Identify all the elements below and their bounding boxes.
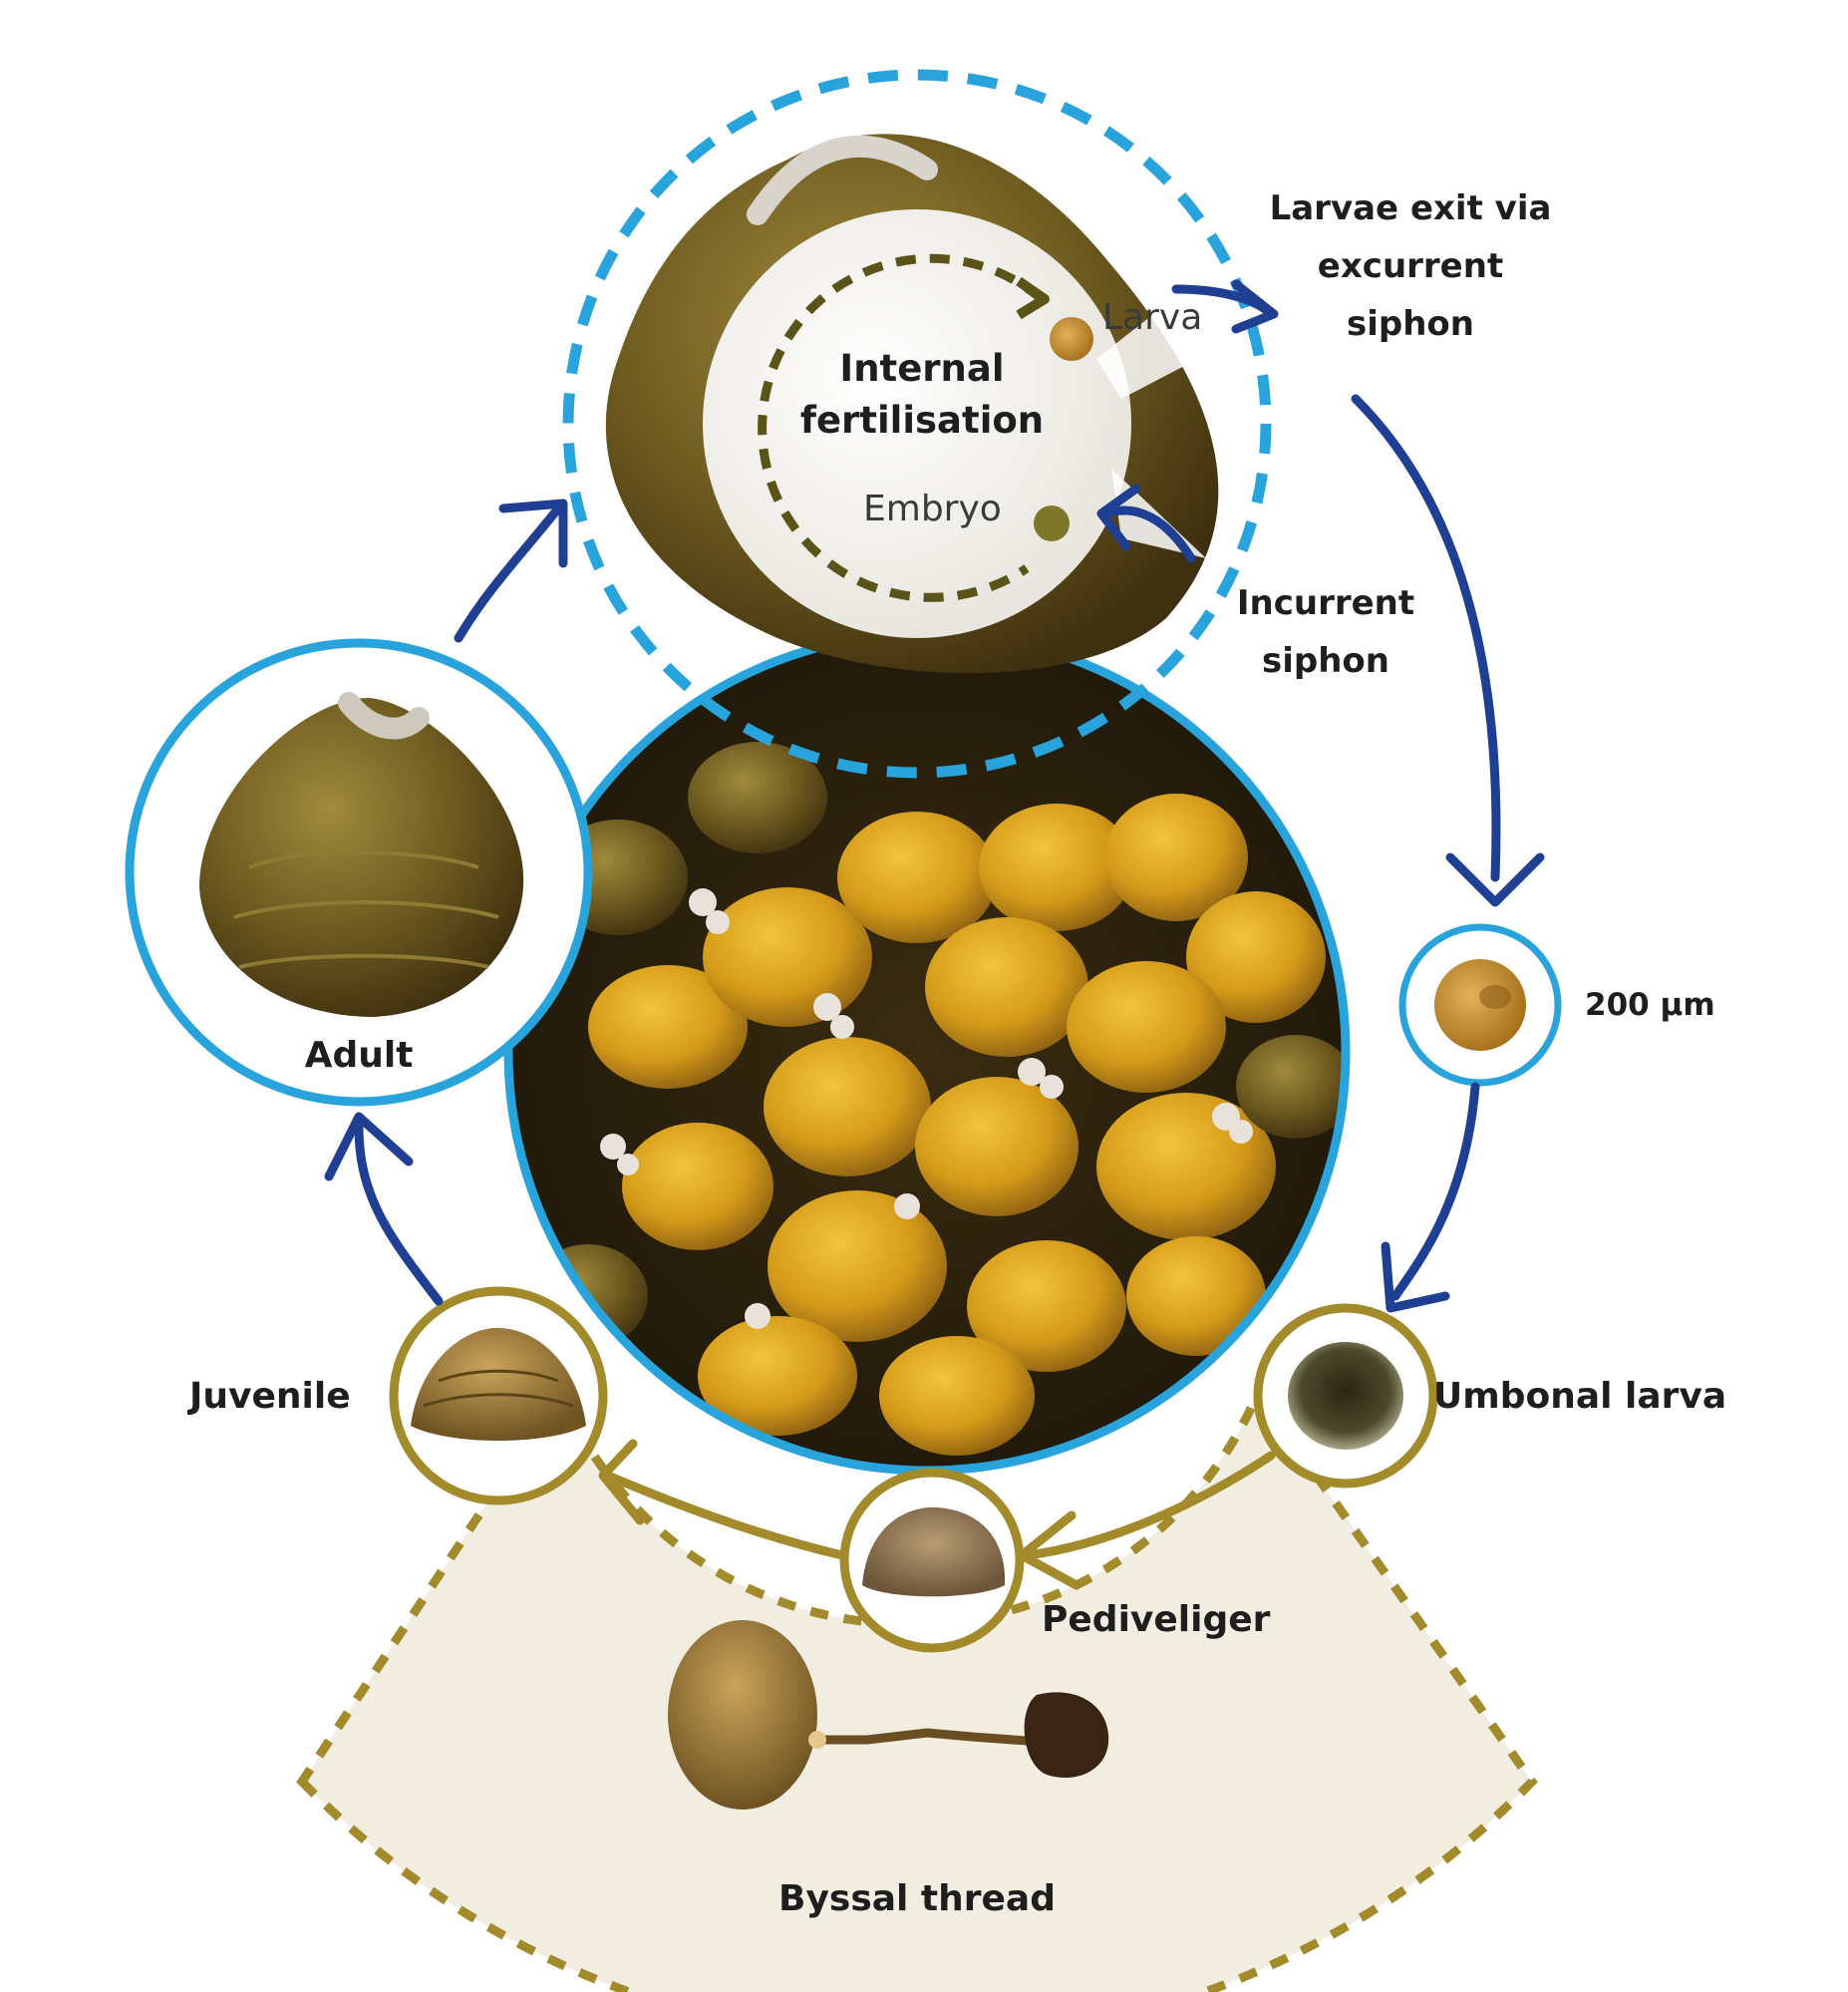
arrowhead-to-juvenile — [598, 1439, 645, 1525]
incurrent-siphon-line-2: siphon — [1262, 641, 1389, 681]
larvae-exit-label: Larvae exit via excurrent siphon — [1246, 179, 1575, 353]
internal-fertilisation-line-1: Internal — [839, 347, 1005, 390]
arrowhead-excurrent — [1231, 279, 1279, 334]
juvenile-zone-arrows — [598, 1439, 1276, 1590]
inner-cycle-arrowhead — [1016, 276, 1050, 320]
fertilisation-dashed-ring — [562, 69, 1272, 779]
arrowhead-to-adult — [324, 1112, 414, 1181]
juvenile-clam-photo — [389, 1286, 608, 1505]
arrowhead-to-veliger — [1445, 852, 1545, 907]
larva-label: Larva — [1102, 297, 1203, 338]
arrowhead-to-pediveliger — [1017, 1510, 1081, 1590]
umbonal-larva-photo — [1253, 1303, 1438, 1489]
internal-fertilisation-line-2: fertilisation — [799, 399, 1045, 442]
inner-cycle-path — [758, 253, 1045, 602]
incurrent-siphon-label: Incurrent siphon — [1226, 574, 1425, 690]
byssal-thread-photo — [668, 1620, 1109, 1810]
larvae-exit-line-2: excurrent — [1317, 246, 1504, 286]
embryo-dot — [1034, 505, 1070, 541]
juvenile-label: Juvenile — [189, 1376, 351, 1417]
adult-label: Adult — [304, 1035, 414, 1076]
embryo-label: Embryo — [863, 489, 1002, 529]
pediveliger-photo — [839, 1468, 1025, 1653]
umbonal-larva-label: Umbonal larva — [1433, 1376, 1727, 1417]
cycle-arrows — [324, 279, 1545, 1313]
arrowhead-to-umbonal — [1381, 1241, 1450, 1313]
arrow-to-umbonal — [1390, 1082, 1480, 1301]
arrow-to-fertilisation — [454, 503, 563, 643]
byssal-thread-label: Byssal thread — [778, 1878, 1056, 1919]
arrow-to-adult — [354, 1122, 444, 1306]
arrowhead-incurrent — [1096, 484, 1141, 551]
arrow-to-pediveliger — [1022, 1451, 1276, 1560]
arrowhead-to-fertilisation — [498, 498, 568, 568]
size-label: 200 μm — [1585, 987, 1715, 1023]
clam-colony-photo — [503, 628, 1351, 1476]
larva-dot — [1050, 317, 1093, 361]
veliger-larva-photo — [1398, 923, 1562, 1087]
adult-clam-photo — [125, 638, 593, 1107]
arrow-to-veliger — [1351, 394, 1501, 882]
larvae-exit-line-3: siphon — [1347, 304, 1474, 344]
arrow-to-juvenile — [603, 1471, 847, 1560]
incurrent-siphon-line-1: Incurrent — [1236, 583, 1415, 623]
arrow-incurrent — [1101, 505, 1196, 563]
juvenile-zone — [296, 1383, 1538, 1992]
internal-fertilisation-label: Internal fertilisation — [797, 343, 1047, 447]
pediveliger-label: Pediveliger — [1042, 1599, 1271, 1640]
colony-siphons — [600, 888, 1253, 1329]
larvae-exit-line-1: Larvae exit via — [1269, 188, 1552, 228]
